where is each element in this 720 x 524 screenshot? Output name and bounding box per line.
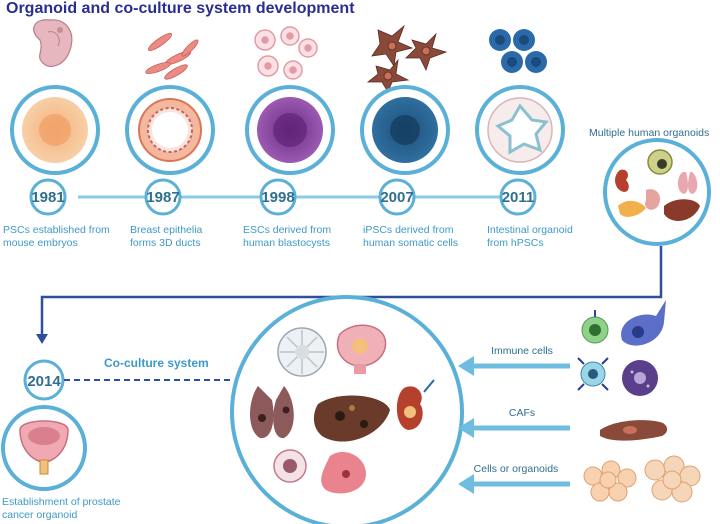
year-label: 2014: [27, 373, 61, 390]
stomach-tumor-icon: [321, 452, 366, 494]
caption-line: Intestinal organoid: [487, 224, 573, 236]
lung-tumor-icon: [250, 386, 294, 439]
prostate-organ-icon: [19, 420, 69, 475]
antibody-cell-icon: [577, 357, 609, 391]
multiple-organoids-group: [603, 138, 711, 246]
caption-1981: PSCs established from mouse embryos: [3, 224, 110, 250]
caption-1987: Breast epithelia forms 3D ducts: [130, 224, 202, 250]
mouse-embryo-icon: [33, 19, 73, 67]
caption-line: forms 3D ducts: [130, 237, 201, 249]
stomach-organ-icon: [645, 189, 661, 210]
year-badge-1987: [144, 178, 182, 216]
immune-cells-input: Immune cells: [458, 345, 570, 376]
stage-1981: 1981: [10, 19, 100, 216]
organoid-cluster-icon: [644, 455, 701, 503]
somatic-cells-icon: [366, 24, 448, 93]
breast-epithelia-cells-icon: [145, 33, 199, 80]
coculture-system-group: [230, 295, 464, 524]
tumor-cell-icon: [273, 449, 307, 483]
stage-1998: 1998: [245, 26, 335, 216]
thyroid-organoid-icon: [336, 324, 387, 374]
cafs-label: CAFs: [509, 407, 535, 419]
stage-2011: 2011: [475, 29, 565, 216]
year-label: 1998: [261, 189, 294, 206]
prostate-organoid-group: [1, 405, 87, 491]
lungs-organ-icon: [677, 172, 698, 194]
year-label: 2007: [380, 189, 413, 206]
caption-line: human blastocysts: [243, 237, 330, 249]
brain-organoid-icon: [647, 149, 673, 175]
cafs-input: CAFs: [458, 407, 570, 438]
caption-2014: Establishment of prostate cancer organoi…: [2, 496, 120, 522]
diagram-title: Organoid and co-culture system developme…: [6, 0, 355, 17]
caption-line: ESCs derived from: [243, 224, 332, 236]
liver-tumor-icon: [313, 395, 390, 442]
year-badge-2011: [499, 178, 537, 216]
immune-cells-label: Immune cells: [491, 345, 553, 357]
brain-organoid-section-icon: [277, 327, 327, 377]
year-badge-2014: [23, 359, 65, 401]
year-badge-2007: [378, 178, 416, 216]
dendritic-cell-icon: [621, 300, 666, 346]
caption-line: Breast epithelia: [130, 224, 203, 236]
cells-organoids-label: Cells or organoids: [474, 463, 559, 475]
cell-cluster-icon: [583, 460, 637, 502]
connector-arrowhead: [36, 334, 48, 344]
caption-line: human somatic cells: [363, 237, 459, 249]
intestinal-organoid-icon: [487, 97, 553, 163]
year-label: 2011: [502, 189, 535, 206]
hpsc-colony-icon: [489, 29, 547, 73]
caption-1998: ESCs derived from human blastocysts: [243, 224, 331, 250]
caption-line: Establishment of prostate: [2, 496, 121, 508]
caption-line: from hPSCs: [487, 237, 544, 249]
year-badge-1998: [259, 178, 297, 216]
pancreas-organ-icon: [618, 200, 646, 217]
kidney-tumor-icon: [396, 379, 435, 430]
caption-line: cancer organoid: [2, 509, 78, 521]
caf-cell-icon: [600, 420, 668, 441]
liver-organ-icon: [664, 199, 700, 221]
caption-2007: iPSCs derived from human somatic cells: [363, 224, 458, 250]
stage-2007: 2007: [360, 24, 450, 216]
stage-1987: 1987: [125, 33, 215, 216]
caption-line: mouse embryos: [3, 237, 78, 249]
year-badge-1981: [29, 178, 67, 216]
kidney-organ-icon: [615, 169, 629, 192]
cells-organoids-input: Cells or organoids: [458, 463, 570, 494]
year-label: 1987: [146, 189, 179, 206]
multiple-organoids-label: Multiple human organoids: [589, 127, 709, 139]
blastocyst-icon: [254, 26, 318, 80]
year-label: 1981: [31, 189, 64, 206]
caption-line: iPSCs derived from: [363, 224, 454, 236]
caption-2011: Intestinal organoid from hPSCs: [487, 224, 573, 250]
macrophage-icon: [622, 360, 658, 396]
duct-ring-icon: [138, 98, 202, 162]
coculture-label: Co-culture system: [104, 356, 209, 370]
t-cell-icon: [581, 310, 609, 344]
caption-line: PSCs established from: [3, 224, 110, 236]
